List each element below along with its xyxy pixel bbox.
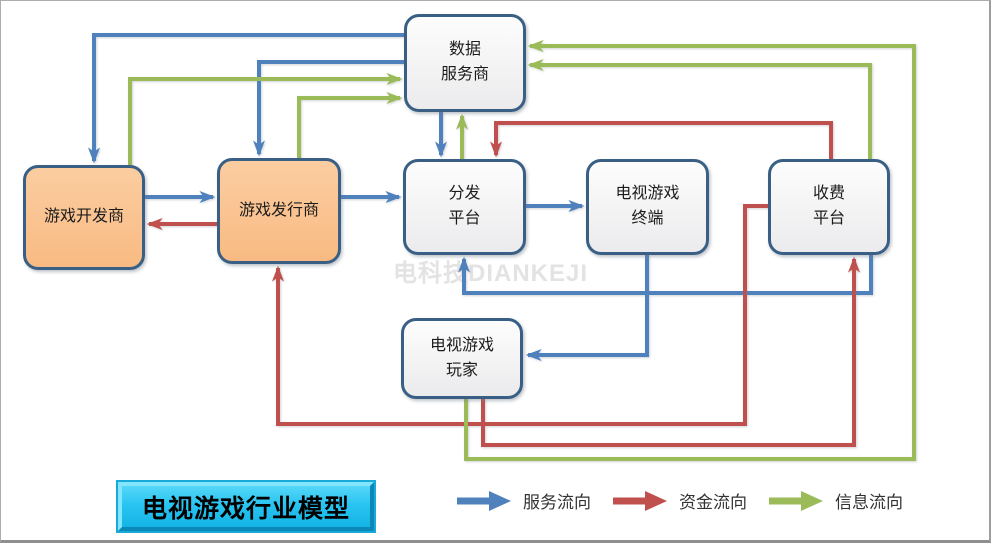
node-game-developer: 游戏开发商 — [23, 165, 145, 270]
node-distribution-platform: 分发 平台 — [403, 159, 526, 255]
edge-tv-game-player-to-payment-platform — [481, 256, 860, 447]
edge-tv-game-terminal-to-tv-game-player — [525, 255, 649, 361]
node-label: 电视游戏 终端 — [615, 185, 680, 227]
edge-payment-platform-to-distribution-platform — [490, 121, 833, 159]
node-tv-game-terminal: 电视游戏 终端 — [586, 159, 709, 255]
legend-label: 资金流向 — [679, 493, 747, 512]
edge-payment-platform-to-game-publisher — [272, 204, 768, 426]
legend-item-service: 服务流向 — [457, 488, 591, 513]
edge-payment-platform-to-data-provider — [527, 59, 872, 159]
node-tv-game-player: 电视游戏 玩家 — [401, 318, 523, 399]
node-game-publisher: 游戏发行商 — [217, 158, 341, 264]
diagram-title-button: 电视游戏行业模型 — [116, 480, 376, 533]
edge-game-developer-to-data-provider — [128, 73, 403, 165]
node-label: 游戏开发商 — [43, 208, 124, 226]
legend-item-funds: 资金流向 — [613, 488, 747, 513]
edge-data-provider-to-game-developer — [88, 33, 404, 164]
legend-item-info: 信息流向 — [769, 488, 903, 513]
node-label: 分发 平台 — [448, 185, 481, 227]
legend-label: 信息流向 — [835, 493, 903, 512]
edge-payment-platform-to-distribution-platform — [458, 255, 873, 295]
legend-arrow-service-icon — [457, 490, 511, 511]
node-label: 游戏发行商 — [238, 201, 319, 219]
node-data-provider: 数据 服务商 — [404, 14, 526, 112]
watermark: 电科技DIANKEJI — [393, 260, 589, 287]
flow-legend: 服务流向 资金流向 信息流向 — [457, 488, 903, 513]
legend-arrow-info-icon — [769, 490, 823, 511]
legend-label: 服务流向 — [523, 493, 591, 512]
node-label: 收费 平台 — [812, 185, 845, 227]
legend-arrow-funds-icon — [613, 490, 667, 511]
edge-data-provider-to-game-publisher — [253, 60, 404, 157]
node-payment-platform: 收费 平台 — [768, 159, 890, 255]
node-label: 电视游戏 玩家 — [429, 336, 494, 379]
edge-game-publisher-to-data-provider — [297, 92, 403, 158]
edge-tv-game-player-to-data-provider — [464, 40, 916, 461]
node-label: 数据 服务商 — [440, 41, 489, 83]
diagram-title: 电视游戏行业模型 — [141, 494, 350, 523]
